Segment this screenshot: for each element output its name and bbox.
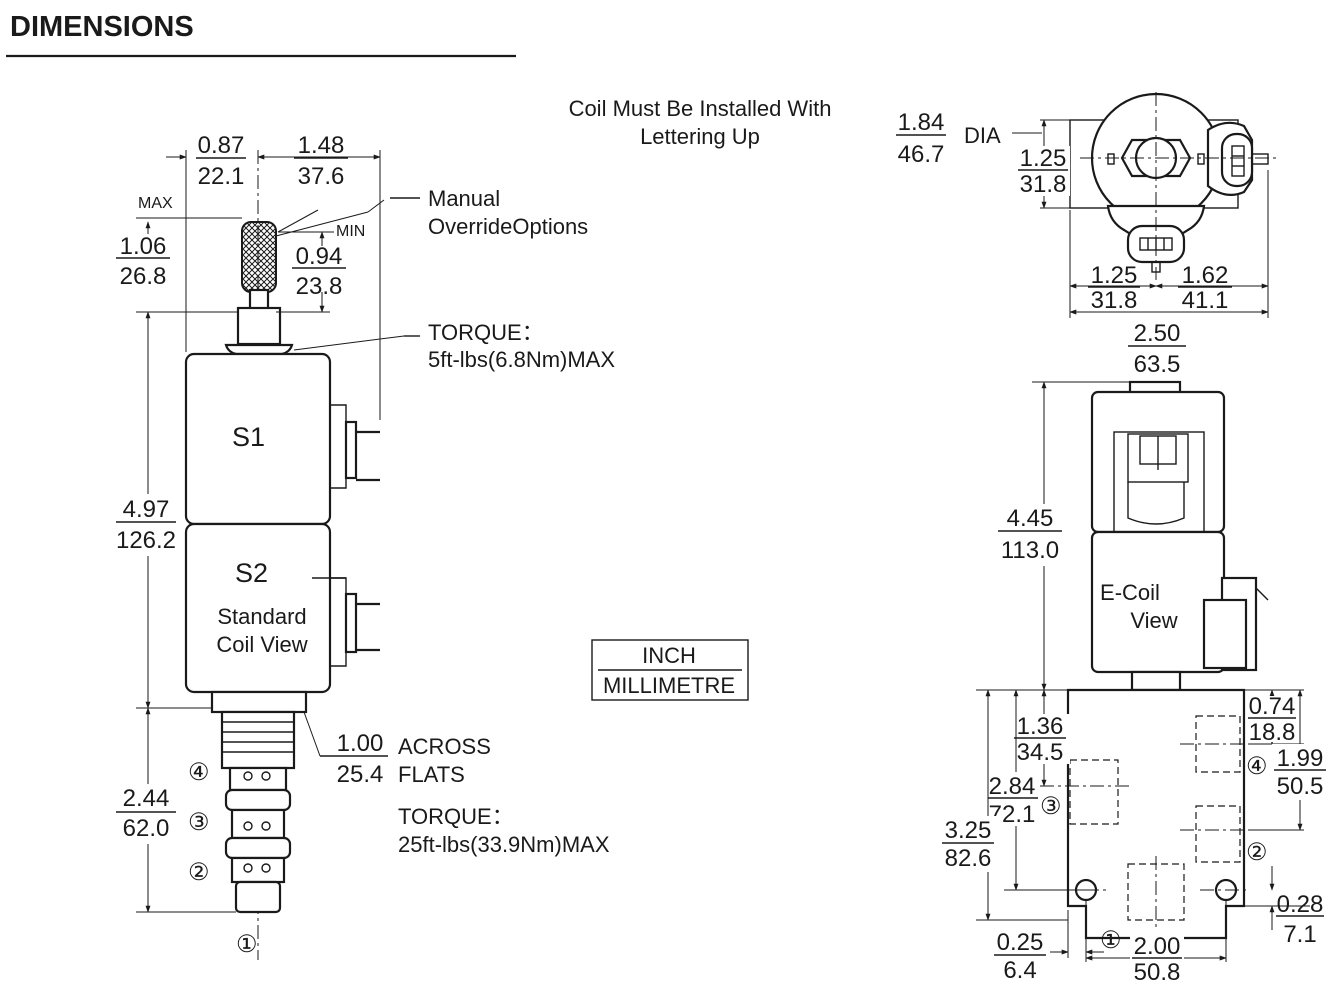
svg-text:62.0: 62.0 <box>123 815 170 842</box>
dimension-0.25: 0.25 6.4 <box>994 910 1104 984</box>
dimension-1.48: 1.48 37.6 <box>257 132 381 420</box>
across-flats-line2: FLATS <box>398 762 465 787</box>
svg-text:2.00: 2.00 <box>1134 933 1181 960</box>
svg-text:50.5: 50.5 <box>1277 773 1324 800</box>
left-port-4: ④ <box>188 759 210 786</box>
right-port-4: ④ <box>1246 753 1268 780</box>
svg-text:1.00: 1.00 <box>337 730 384 757</box>
svg-text:1.99: 1.99 <box>1277 745 1324 772</box>
svg-text:1.25: 1.25 <box>1091 262 1138 289</box>
svg-text:31.8: 31.8 <box>1091 287 1138 314</box>
e-coil-view <box>1040 380 1269 940</box>
svg-text:6.4: 6.4 <box>1003 957 1036 984</box>
dimension-0.28: 0.28 7.1 <box>1244 866 1324 948</box>
dimension-2.50: 2.50 63.5 <box>1069 309 1269 378</box>
dimension-1.99: 1.99 50.5 <box>1250 689 1328 831</box>
dimension-3.25: 3.25 82.6 <box>940 689 1068 921</box>
dimension-2.00: 2.00 50.8 <box>1085 900 1227 986</box>
svg-text:22.1: 22.1 <box>198 163 245 190</box>
e-coil-label-line2: View <box>1130 608 1177 633</box>
svg-text:82.6: 82.6 <box>945 845 992 872</box>
svg-text:63.5: 63.5 <box>1134 351 1181 378</box>
torque-top-line2: 5ft-lbs(6.8Nm)MAX <box>428 347 615 372</box>
manual-override-line1: Manual <box>428 186 500 211</box>
svg-text:18.8: 18.8 <box>1249 719 1296 746</box>
max-label: MAX <box>138 195 173 212</box>
manual-override-line2: OverrideOptions <box>428 214 588 239</box>
svg-text:37.6: 37.6 <box>298 163 345 190</box>
left-port-1: ① <box>236 931 258 958</box>
svg-text:72.1: 72.1 <box>989 801 1036 828</box>
dia-label: DIA <box>964 123 1001 148</box>
svg-text:0.87: 0.87 <box>198 132 245 159</box>
svg-text:3.25: 3.25 <box>945 817 992 844</box>
svg-text:1.48: 1.48 <box>298 132 345 159</box>
standard-coil-view <box>184 150 380 960</box>
svg-text:0.28: 0.28 <box>1277 891 1324 918</box>
svg-text:4.97: 4.97 <box>123 496 170 523</box>
dimension-1.62: 1.62 41.1 <box>1155 170 1269 318</box>
dimension-2.44: 2.44 62.0 <box>112 707 236 913</box>
svg-text:50.8: 50.8 <box>1134 959 1181 986</box>
svg-text:1.25: 1.25 <box>1020 145 1067 172</box>
svg-text:0.94: 0.94 <box>296 243 343 270</box>
torque-bottom-line1: TORQUE： <box>398 804 514 829</box>
torque-bottom-line2: 25ft-lbs(33.9Nm)MAX <box>398 832 610 857</box>
svg-text:41.1: 41.1 <box>1182 287 1229 314</box>
svg-text:34.5: 34.5 <box>1017 739 1064 766</box>
dimension-4.97: 4.97 126.2 <box>112 311 212 709</box>
svg-text:0.74: 0.74 <box>1249 693 1296 720</box>
svg-text:126.2: 126.2 <box>116 527 176 554</box>
right-port-1: ① <box>1100 927 1122 954</box>
across-flats-line1: ACROSS <box>398 734 491 759</box>
install-note-line2: Lettering Up <box>640 124 760 149</box>
svg-text:23.8: 23.8 <box>296 273 343 300</box>
units-millimetre: MILLIMETRE <box>603 673 735 698</box>
dimension-0.94: 0.94 23.8 <box>292 243 346 300</box>
dimension-1.25-horizontal: 1.25 31.8 <box>1069 210 1157 318</box>
dimension-1.00-across-flats: 1.00 25.4 <box>303 711 388 788</box>
coil-s2-label: S2 <box>235 558 268 588</box>
svg-text:25.4: 25.4 <box>337 761 384 788</box>
standard-coil-label-line2: Coil View <box>216 632 307 657</box>
svg-text:2.44: 2.44 <box>123 785 170 812</box>
svg-text:2.50: 2.50 <box>1134 320 1181 347</box>
torque-top-line1: TORQUE： <box>428 320 544 345</box>
svg-text:1.06: 1.06 <box>120 233 167 260</box>
top-view <box>1069 92 1280 280</box>
dimension-0.74: 0.74 18.8 <box>1244 689 1304 746</box>
manual-override-knob <box>241 221 277 293</box>
coil-s1-label: S1 <box>232 422 265 452</box>
e-coil-label-line1: E-Coil <box>1100 580 1160 605</box>
svg-text:1.84: 1.84 <box>898 109 945 136</box>
right-port-3: ③ <box>1040 793 1062 820</box>
units-inch: INCH <box>642 643 696 668</box>
left-port-3: ③ <box>188 809 210 836</box>
dimension-1.06: 1.06 26.8 <box>116 221 238 313</box>
svg-text:1.62: 1.62 <box>1182 262 1229 289</box>
min-label: MIN <box>336 223 365 240</box>
svg-text:0.25: 0.25 <box>997 929 1044 956</box>
right-port-2: ② <box>1246 839 1268 866</box>
dimension-0.87: 0.87 22.1 <box>166 132 246 352</box>
svg-text:26.8: 26.8 <box>120 263 167 290</box>
left-port-2: ② <box>188 859 210 886</box>
dimension-1.36: 1.36 34.5 <box>1012 689 1070 787</box>
svg-text:4.45: 4.45 <box>1007 505 1054 532</box>
svg-text:46.7: 46.7 <box>898 141 945 168</box>
install-note-line1: Coil Must Be Installed With <box>569 96 832 121</box>
standard-coil-label-line1: Standard <box>217 604 306 629</box>
dimension-1.25-vertical: 1.25 31.8 <box>1016 119 1070 209</box>
dimension-1.84-dia: 1.84 46.7 <box>896 109 1042 168</box>
svg-text:31.8: 31.8 <box>1020 171 1067 198</box>
svg-text:7.1: 7.1 <box>1283 921 1316 948</box>
svg-text:2.84: 2.84 <box>989 773 1036 800</box>
svg-text:113.0: 113.0 <box>1001 537 1059 564</box>
heading: DIMENSIONS <box>10 11 194 43</box>
svg-text:1.36: 1.36 <box>1017 713 1064 740</box>
units-legend: INCH MILLIMETRE <box>591 639 749 701</box>
